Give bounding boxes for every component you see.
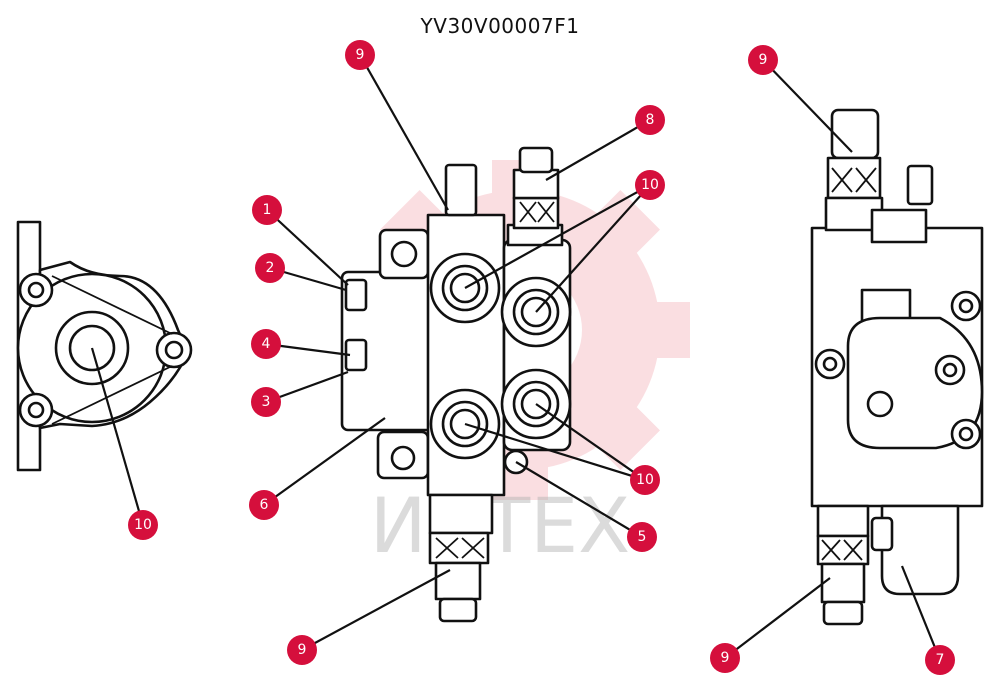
- callout-9-top-right: 9: [748, 45, 778, 75]
- callout-7: 7: [925, 645, 955, 675]
- callout-9-bottom-right: 9: [710, 643, 740, 673]
- valve-body-side-view: [810, 108, 984, 626]
- end-cap-view: [16, 220, 193, 472]
- callout-label: 4: [262, 336, 271, 352]
- callout-label: 1: [263, 202, 272, 218]
- callout-label: 9: [721, 650, 730, 666]
- callout-label: 9: [356, 47, 365, 63]
- callout-label: 9: [298, 642, 307, 658]
- leader-lines: [90, 54, 942, 661]
- callout-6: 6: [249, 490, 279, 520]
- callout-label: 2: [266, 260, 275, 276]
- callout-label: 9: [759, 52, 768, 68]
- callout-5: 5: [627, 522, 657, 552]
- callout-label: 8: [646, 112, 655, 128]
- callout-3: 3: [251, 387, 281, 417]
- callout-8: 8: [635, 105, 665, 135]
- callout-label: 7: [936, 652, 945, 668]
- valve-body-front-view: [340, 146, 572, 623]
- callout-label: 6: [260, 497, 269, 513]
- callout-9-bottom-center: 9: [287, 635, 317, 665]
- callout-label: 10: [641, 177, 659, 193]
- callout-9-top: 9: [345, 40, 375, 70]
- callout-label: 10: [134, 517, 152, 533]
- callout-10-lower: 10: [630, 465, 660, 495]
- diagram-title: YV30V00007F1: [420, 14, 580, 38]
- callout-1: 1: [252, 195, 282, 225]
- callout-label: 10: [636, 472, 654, 488]
- callout-10-left: 10: [128, 510, 158, 540]
- callout-label: 5: [638, 529, 647, 545]
- callout-4: 4: [251, 329, 281, 359]
- callout-10-upper: 10: [635, 170, 665, 200]
- callout-label: 3: [262, 394, 271, 410]
- callout-2: 2: [255, 253, 285, 283]
